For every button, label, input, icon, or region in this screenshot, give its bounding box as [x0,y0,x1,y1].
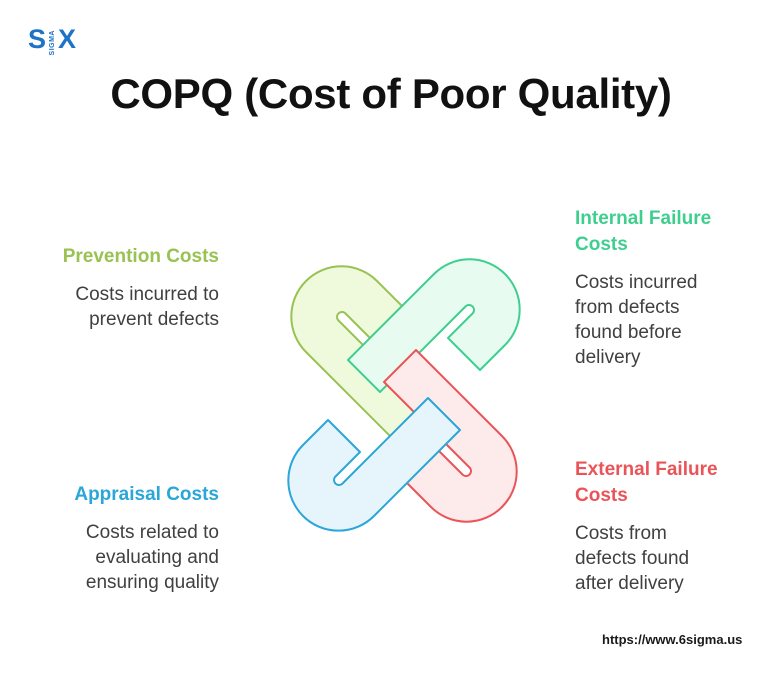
internal-failure-costs-description: Costs incurred from defects found before… [575,270,775,370]
internal-failure-costs-heading: Internal Failure Costs [575,206,775,258]
heading-line: Costs [575,234,628,255]
heading-line: Costs [575,485,628,506]
heading-line: Internal Failure [575,208,712,229]
internal-failure-costs-block: Internal Failure Costs Costs incurred fr… [575,206,775,370]
prevention-costs-block: Prevention Costs Costs incurred to preve… [9,244,219,332]
appraisal-costs-description: Costs related to evaluating and ensuring… [9,520,219,595]
prevention-costs-heading: Prevention Costs [62,246,219,267]
description-line: Costs related to [85,522,219,543]
description-line: evaluating and [95,547,219,568]
page-title: COPQ (Cost of Poor Quality) [110,70,672,117]
logo-sigma-text: SIGMA [49,30,56,56]
internal-failure-link [347,258,521,393]
description-line: ensuring quality [85,572,219,593]
description-line: Costs from [575,523,667,544]
external-failure-costs-heading: External Failure Costs [575,457,775,509]
interlocking-links-diagram [287,258,521,532]
brand-logo: S SIGMA X [28,22,88,60]
description-line: Costs incurred to [75,284,219,305]
description-line: Costs incurred [575,272,698,293]
external-failure-costs-block: External Failure Costs Costs from defect… [575,457,775,596]
footer-url-link[interactable]: https://www.6sigma.us [602,632,743,647]
appraisal-costs-heading: Appraisal Costs [74,484,219,505]
description-line: from defects [575,297,680,318]
external-failure-costs-description: Costs from defects found after delivery [575,521,775,596]
description-line: defects found [575,548,690,569]
heading-line: External Failure [575,459,718,480]
description-line: prevent defects [89,309,219,330]
description-line: found before [575,322,682,343]
description-line: after delivery [575,573,684,594]
description-line: delivery [575,347,641,368]
prevention-costs-description: Costs incurred to prevent defects [9,282,219,332]
logo-letter-s: S [28,24,47,54]
appraisal-costs-block: Appraisal Costs Costs related to evaluat… [9,482,219,595]
appraisal-link [287,397,461,532]
logo-letter-x: X [58,24,77,54]
